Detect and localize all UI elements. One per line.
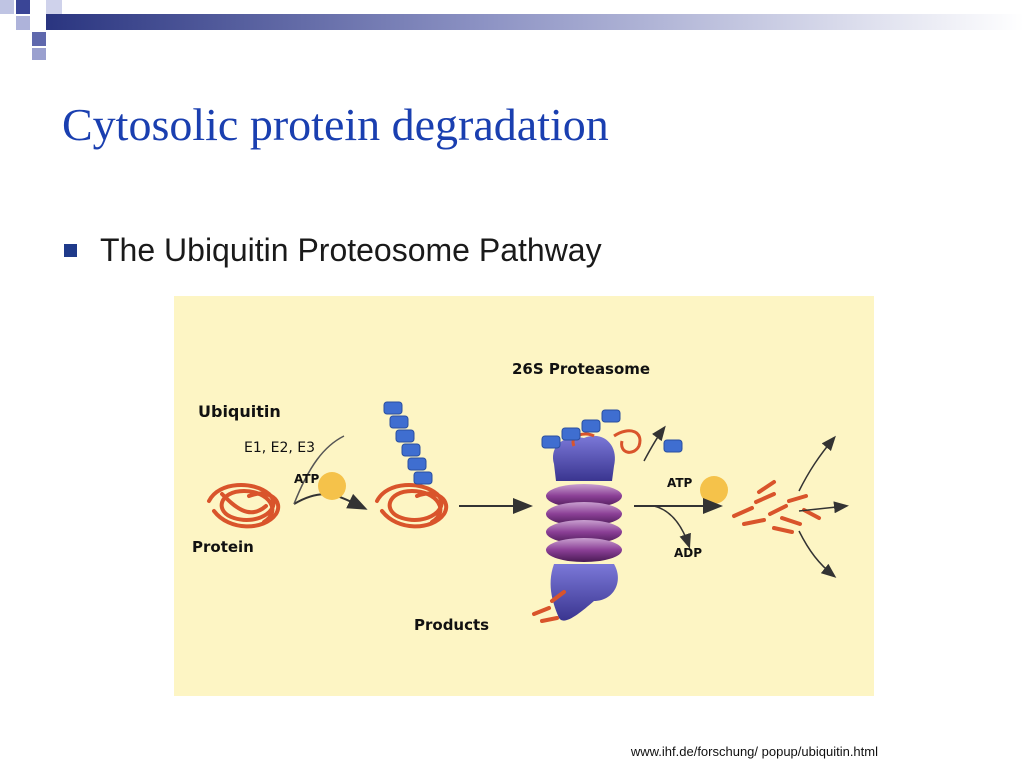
products-label: Products [414, 616, 490, 634]
arrow-products-down [798, 530, 837, 578]
bullet-text: The Ubiquitin Proteosome Pathway [100, 232, 602, 268]
products-fragments-left-icon [532, 590, 566, 623]
proteasome-icon [546, 429, 642, 621]
protein-label: Protein [192, 538, 254, 556]
slide-title: Cytosolic protein degradation [62, 99, 609, 150]
ubiquitin-label: Ubiquitin [198, 402, 281, 421]
proteasome-label: 26S Proteasome [512, 360, 651, 378]
atp-bubble-left [318, 472, 346, 500]
source-url: www.ihf.de/forschung/ popup/ubiquitin.ht… [630, 744, 878, 759]
tagged-protein-coil-icon [375, 482, 448, 529]
pathway-diagram [174, 296, 874, 696]
pathway-figure: 26S Proteasome Ubiquitin E1, E2, E3 ATP … [174, 296, 874, 696]
arrow-to-adp [653, 505, 691, 549]
adp-label: ADP [674, 546, 703, 560]
products-fragments-right-icon [732, 480, 821, 534]
enzymes-label: E1, E2, E3 [244, 440, 316, 456]
bullet-square-icon [64, 244, 77, 257]
arrow-products-right [798, 501, 849, 514]
figure-background [174, 296, 874, 696]
arrow-products-up [798, 435, 836, 492]
atp-label-left: ATP [294, 472, 320, 486]
atp-bubble-right [700, 476, 728, 504]
arrow-ubiquitin-release [643, 425, 666, 462]
arrow-ubiquitin-in [293, 435, 345, 505]
released-ubiquitin-icon [541, 409, 683, 453]
atp-label-right: ATP [667, 476, 693, 490]
protein-coil-icon [207, 482, 280, 529]
header-decoration [0, 0, 1024, 60]
bullet-item: The Ubiquitin Proteosome Pathway [64, 232, 602, 269]
ubiquitin-chain-icon [383, 401, 433, 485]
